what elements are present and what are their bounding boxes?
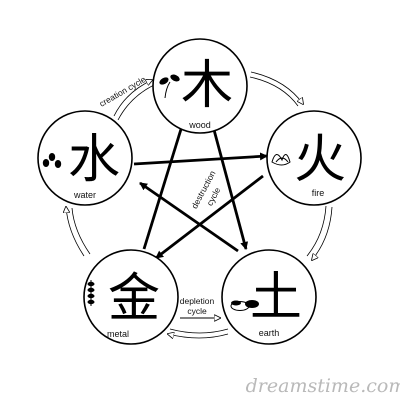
water-label: water — [73, 190, 96, 200]
water-character: 水 — [68, 130, 120, 190]
element-node-water: 水 water — [37, 110, 133, 206]
lotus-flame-icon — [271, 154, 291, 166]
element-node-metal: 金 metal — [83, 249, 179, 345]
arc-fire-to-earth — [312, 206, 333, 260]
fire-label: fire — [312, 188, 325, 198]
creation-cycle-label: creation cycle — [97, 74, 147, 109]
star-arrow-earth-water — [139, 181, 239, 253]
sprout-icon — [159, 74, 180, 99]
watermark: dreamstime.com — [246, 375, 400, 397]
svg-text:depletion: depletion — [180, 296, 215, 306]
svg-text:cycle: cycle — [187, 306, 207, 316]
coin-string-icon — [87, 280, 95, 306]
metal-label: metal — [107, 329, 129, 339]
element-node-earth: 土 earth — [221, 249, 317, 345]
arc-metal-to-water — [66, 207, 85, 257]
fire-character: 火 — [294, 130, 346, 190]
stones-icon — [230, 300, 259, 311]
arc-wood-to-fire — [250, 71, 303, 104]
element-node-wood: 木 wood — [152, 38, 248, 134]
arc-water-to-wood — [113, 80, 152, 117]
wood-character: 木 — [181, 56, 233, 116]
destruction-cycle-label: destruction cycle — [189, 169, 222, 211]
metal-character: 金 — [108, 269, 160, 329]
wood-label: wood — [188, 120, 211, 130]
earth-label: earth — [259, 328, 280, 338]
droplets-icon — [42, 153, 62, 168]
star-arrow-fire-metal — [155, 174, 264, 260]
earth-character: 土 — [250, 268, 302, 328]
depletion-cycle-label: depletion cycle — [180, 296, 215, 316]
arc-earth-to-metal — [168, 334, 229, 338]
creation-cycle-arrows — [66, 71, 333, 338]
element-node-fire: 火 fire — [266, 110, 362, 206]
star-arrow-water-fire — [133, 152, 268, 166]
